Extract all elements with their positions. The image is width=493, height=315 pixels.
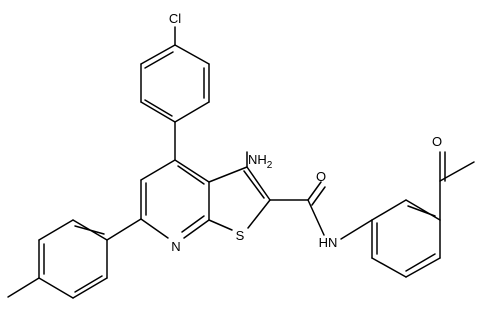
bond-ring <box>38 219 74 241</box>
bond-ring <box>371 199 407 221</box>
bond-co-n <box>307 199 325 236</box>
bond-ring <box>174 101 210 123</box>
bond-ring <box>405 257 441 278</box>
bond-double-inner <box>405 253 436 272</box>
bond-double-inner <box>243 170 265 199</box>
bond-c-n <box>140 218 169 239</box>
bond-double-inner <box>74 275 103 293</box>
bond-n-c <box>340 219 373 240</box>
bond-ring <box>174 159 210 183</box>
pyridine-nitrogen-label: N <box>171 239 180 254</box>
bond-ring <box>405 199 441 221</box>
bond-c-o <box>307 181 322 201</box>
bond-s-c <box>247 199 271 229</box>
bond-double-inner <box>74 225 105 235</box>
bond-double-inner <box>144 99 173 117</box>
bond-n-c <box>183 219 210 239</box>
bond-double-inner <box>177 165 205 185</box>
bond-ring <box>140 159 176 181</box>
bond-double <box>311 186 326 206</box>
amide-nh-label: HN <box>319 235 338 250</box>
chlorine-label: Cl <box>169 11 181 26</box>
bond-aryl-link <box>106 218 142 241</box>
amino-n-label: NH <box>248 152 267 167</box>
bond-ring <box>371 257 407 278</box>
bond-double-inner <box>407 205 436 217</box>
bond-c-ch3 <box>439 161 475 182</box>
bond-ring <box>246 166 271 201</box>
acetyl-oxygen-label: O <box>432 134 442 149</box>
bond-ring <box>208 166 248 183</box>
bond-c-s <box>208 219 233 231</box>
bond-ring <box>140 44 176 65</box>
carbonyl-oxygen-label: O <box>316 169 326 184</box>
bond-ring <box>140 101 176 123</box>
bond-ring <box>174 44 210 65</box>
bond-c-ch3 <box>7 277 40 298</box>
bond-double-inner <box>181 215 205 233</box>
bond-ring <box>72 277 108 299</box>
bond-lines <box>7 26 475 299</box>
amino-subscript: 2 <box>267 160 273 171</box>
bond-ring <box>38 277 74 299</box>
bond-double-inner <box>144 51 174 69</box>
thiophene-sulfur-label: S <box>236 228 245 243</box>
amino-label: NH2 <box>248 152 273 171</box>
